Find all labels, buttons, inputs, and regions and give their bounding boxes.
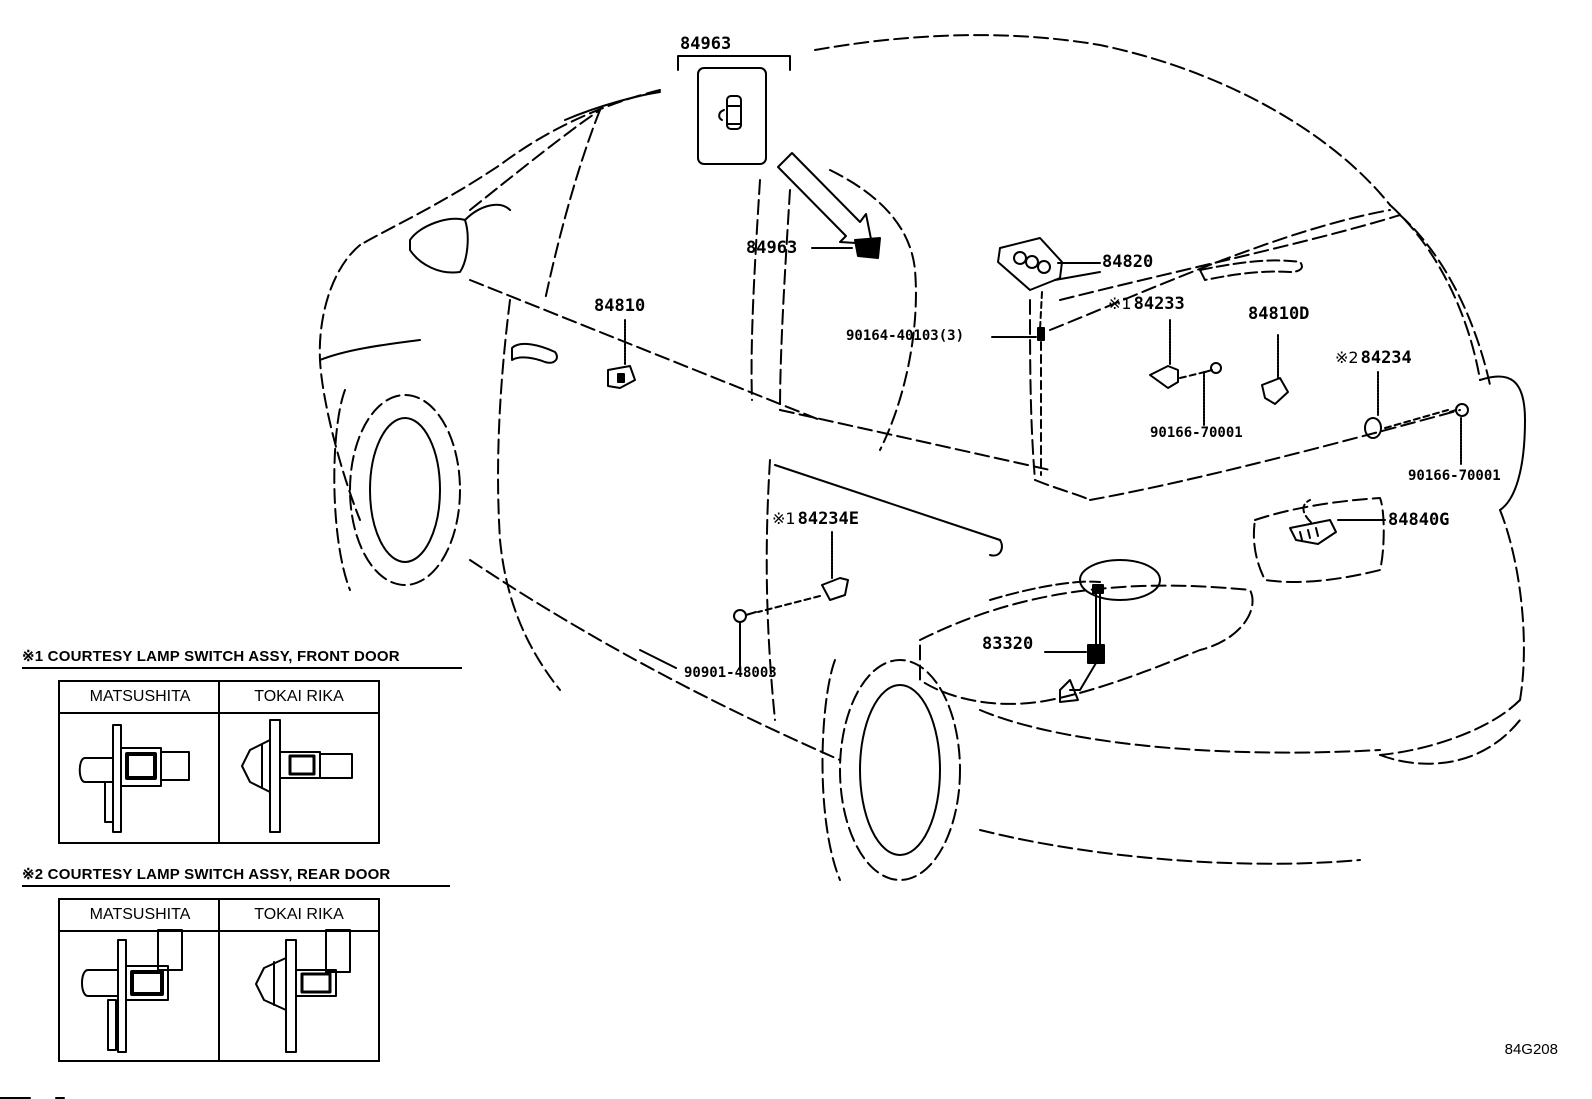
- callout-83320: 83320: [982, 634, 1033, 654]
- part-84234E-switch: [733, 531, 849, 671]
- callout-84840G: 84840G: [1388, 510, 1449, 530]
- part-number: 84963: [746, 238, 798, 258]
- part-number: 90901-48003: [684, 665, 777, 681]
- callout-84820: 84820: [1102, 252, 1153, 272]
- part-number: 90166-70001: [1150, 425, 1243, 441]
- part-84810D-lamp: [1261, 334, 1289, 405]
- pointer-arrow: [777, 152, 873, 245]
- part-number: 90166-70001: [1408, 468, 1501, 484]
- part-number: 84820: [1102, 252, 1154, 272]
- part-number: 84234: [1360, 348, 1412, 368]
- callout-84963: 84963: [746, 238, 797, 258]
- part-number: 84234E: [797, 509, 860, 529]
- callout-84810D: 84810D: [1248, 304, 1309, 324]
- callout-84963-top: 84963: [680, 34, 731, 54]
- callout-90901-48003: 90901-48003: [684, 665, 777, 681]
- legend-front-door-table: MATSUSHITA TOKAI RIKA: [58, 680, 380, 844]
- part-number: 84840G: [1388, 510, 1450, 530]
- part-number: 84810D: [1248, 304, 1310, 324]
- part-84234-switch: [1364, 371, 1469, 465]
- part-84963-detail-box: [677, 55, 791, 165]
- callout-90164-40103: 90164-40103(3): [846, 328, 964, 344]
- part-84233-switch: [1149, 319, 1222, 426]
- legend-front-tokairika-switch: [241, 719, 353, 833]
- part-84820-lamp: [997, 237, 1101, 331]
- note-mark: ※1: [772, 509, 796, 528]
- part-number: 90164-40103(3): [846, 328, 965, 344]
- legend-rear-door-title: ※2 COURTESY LAMP SWITCH ASSY, REAR DOOR: [22, 865, 450, 887]
- part-number: 84233: [1133, 294, 1185, 314]
- legend-rear-door-table: MATSUSHITA TOKAI RIKA: [58, 898, 380, 1062]
- legend-rear-divider: [218, 900, 220, 1060]
- legend-rear-col-matsushita: MATSUSHITA: [60, 900, 220, 932]
- part-84963-switch: [811, 237, 881, 259]
- part-83320-sender: [1044, 584, 1105, 703]
- legend-front-col-tokairika: TOKAI RIKA: [220, 682, 378, 714]
- legend-front-divider: [218, 682, 220, 842]
- note-mark: ※2: [1335, 348, 1359, 367]
- legend-front-matsushita-switch: [78, 724, 190, 833]
- part-number: 83320: [982, 634, 1034, 654]
- part-84810-lamp: [607, 319, 636, 389]
- callout-84810: 84810: [594, 296, 645, 316]
- figure-code: 84G208: [1504, 1041, 1558, 1058]
- callout-90166-70001-b: 90166-70001: [1408, 468, 1501, 484]
- part-90164-40103-screw: [991, 327, 1045, 476]
- note-mark: ※1: [1108, 294, 1132, 313]
- leader-90901-48003: [639, 649, 677, 669]
- part-84840G-lamp: [1289, 499, 1387, 545]
- legend-rear-col-tokairika: TOKAI RIKA: [220, 900, 378, 932]
- callout-90166-70001-a: 90166-70001: [1150, 425, 1243, 441]
- part-number: 84810: [594, 296, 646, 316]
- legend-front-col-matsushita: MATSUSHITA: [60, 682, 220, 714]
- part-number: 84963: [680, 34, 732, 54]
- legend-front-door-title: ※1 COURTESY LAMP SWITCH ASSY, FRONT DOOR: [22, 647, 462, 669]
- vehicle-body-outline: [318, 34, 1526, 881]
